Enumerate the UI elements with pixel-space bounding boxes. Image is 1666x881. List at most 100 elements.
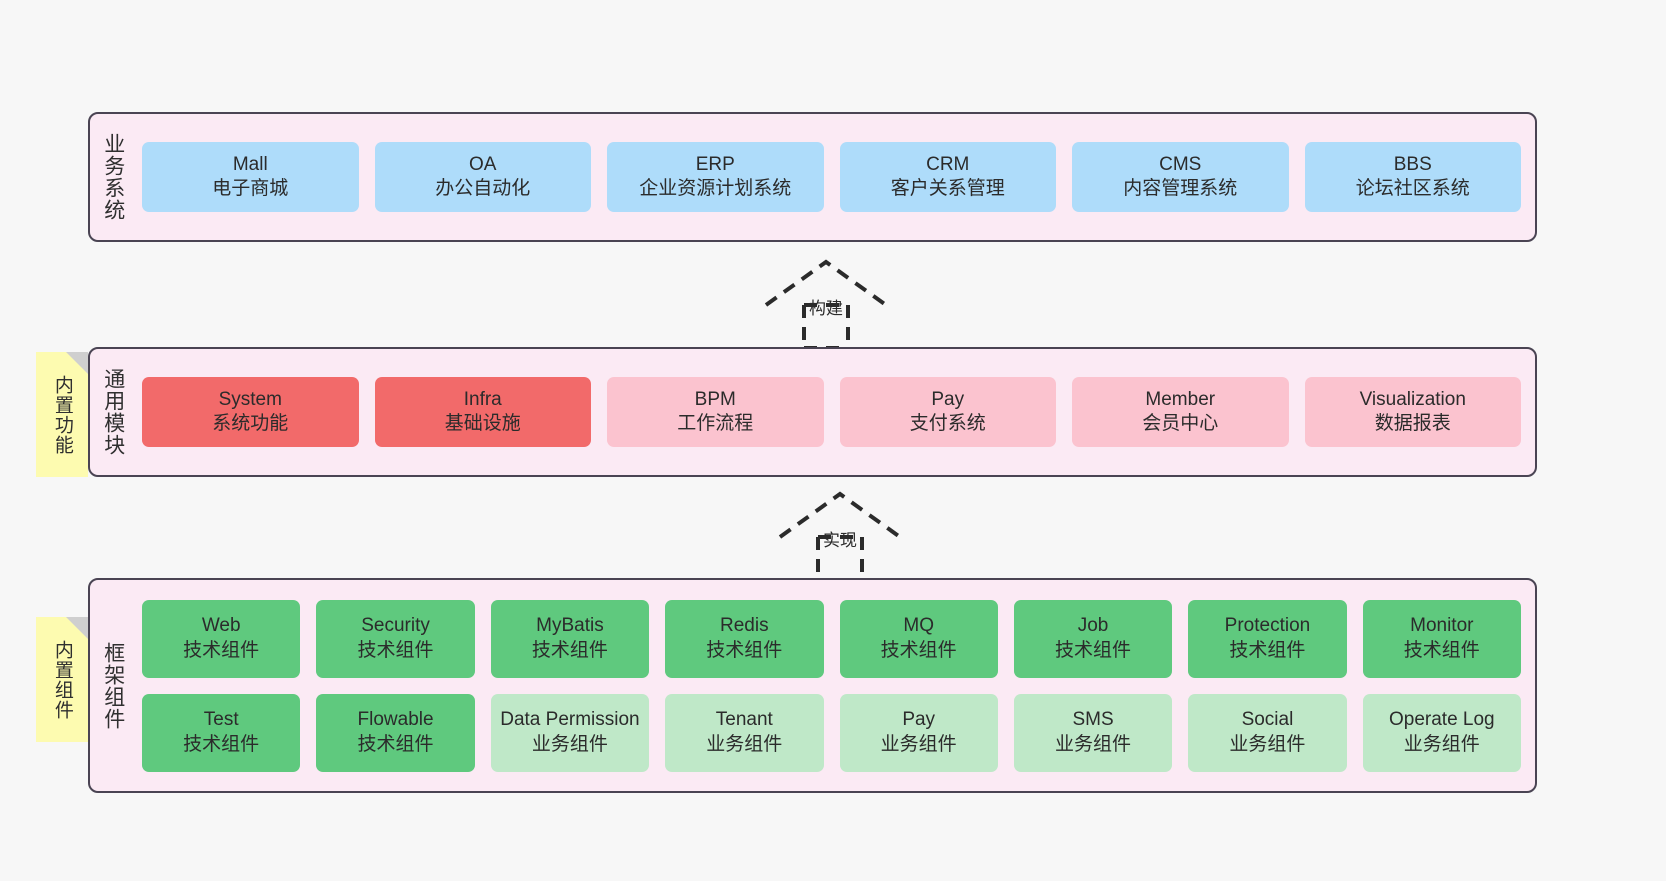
card-title: Data Permission [500, 709, 640, 731]
card-title: Security [361, 615, 430, 637]
card-subtitle: 技术组件 [357, 733, 434, 755]
card-subtitle: 基础设施 [444, 413, 521, 434]
card-sms[interactable]: SMS 业务组件 [1013, 693, 1173, 772]
card-title: Monitor [1410, 615, 1474, 637]
card-title: Visualization [1359, 388, 1466, 410]
card-subtitle: 电子商城 [212, 178, 289, 199]
card-mall[interactable]: Mall 电子商城 [142, 142, 359, 212]
connector-implement: 实现 [740, 482, 940, 582]
card-oa[interactable]: OA 办公自动化 [374, 142, 591, 212]
card-title: System [218, 388, 282, 410]
card-infra[interactable]: Infra 基础设施 [374, 377, 591, 447]
card-cms[interactable]: CMS 内容管理系统 [1072, 142, 1289, 212]
card-subtitle: 技术组件 [357, 639, 434, 661]
card-subtitle: 企业资源计划系统 [639, 178, 792, 199]
card-subtitle: 业务组件 [1403, 733, 1480, 755]
card-subtitle: 数据报表 [1374, 413, 1451, 434]
card-row: System 系统功能 Infra 基础设施 BPM 工作流程 Pay 支付系统… [142, 377, 1521, 447]
card-bbs[interactable]: BBS 论坛社区系统 [1304, 142, 1521, 212]
card-title: Flowable [357, 709, 434, 731]
card-row: Mall 电子商城 OA 办公自动化 ERP 企业资源计划系统 CRM 客户关系… [142, 142, 1521, 212]
card-subtitle: 办公自动化 [435, 178, 531, 199]
card-test[interactable]: Test 技术组件 [142, 693, 301, 772]
card-title: ERP [695, 153, 735, 175]
card-subtitle: 支付系统 [909, 413, 986, 434]
card-data-permission[interactable]: Data Permission 业务组件 [490, 693, 650, 772]
card-redis[interactable]: Redis 技术组件 [665, 599, 824, 678]
card-bpm[interactable]: BPM 工作流程 [607, 377, 824, 447]
card-monitor[interactable]: Monitor 技术组件 [1362, 599, 1521, 678]
card-title: Job [1077, 615, 1109, 637]
card-title: Mall [232, 153, 268, 175]
card-security[interactable]: Security 技术组件 [316, 599, 475, 678]
layer-body-business: Mall 电子商城 OA 办公自动化 ERP 企业资源计划系统 CRM 客户关系… [136, 114, 1535, 240]
card-subtitle: 业务组件 [531, 733, 608, 755]
card-crm[interactable]: CRM 客户关系管理 [839, 142, 1056, 212]
card-subtitle: 客户关系管理 [890, 178, 1005, 199]
connector-label-implement: 实现 [823, 531, 857, 550]
layer-title-frame: 框架组件 [101, 641, 125, 730]
card-subtitle: 内容管理系统 [1123, 178, 1238, 199]
card-title: Web [201, 615, 241, 637]
card-mq[interactable]: MQ 技术组件 [839, 599, 998, 678]
card-subtitle: 技术组件 [1229, 639, 1306, 661]
card-title: Pay [931, 388, 965, 410]
card-erp[interactable]: ERP 企业资源计划系统 [607, 142, 824, 212]
sticky-note-builtin-features: 内置功能 [36, 352, 88, 477]
card-job[interactable]: Job 技术组件 [1013, 599, 1173, 678]
layer-common-modules: 通用模块 System 系统功能 Infra 基础设施 BPM 工作流程 Pay… [88, 347, 1537, 477]
card-subtitle: 技术组件 [706, 639, 783, 661]
card-subtitle: 工作流程 [677, 413, 754, 434]
card-mybatis[interactable]: MyBatis 技术组件 [490, 599, 650, 678]
card-protection[interactable]: Protection 技术组件 [1188, 599, 1347, 678]
card-title: MyBatis [536, 615, 604, 637]
card-title: SMS [1072, 709, 1114, 731]
card-visualization[interactable]: Visualization 数据报表 [1304, 377, 1521, 447]
card-subtitle: 会员中心 [1142, 413, 1219, 434]
connector-label-build: 构建 [809, 299, 843, 318]
card-pay[interactable]: Pay 支付系统 [839, 377, 1056, 447]
layer-body-frame: Web 技术组件 Security 技术组件 MyBatis 技术组件 Redi… [136, 580, 1535, 791]
card-title: Infra [463, 388, 502, 410]
connector-build: 构建 [726, 250, 926, 350]
card-title: CMS [1159, 153, 1202, 175]
card-subtitle: 技术组件 [1055, 639, 1132, 661]
card-title: Social [1241, 709, 1294, 731]
card-title: Protection [1224, 615, 1311, 637]
card-web[interactable]: Web 技术组件 [142, 599, 301, 678]
card-subtitle: 业务组件 [706, 733, 783, 755]
card-pay-business[interactable]: Pay 业务组件 [839, 693, 998, 772]
card-subtitle: 业务组件 [1229, 733, 1306, 755]
card-row: Test 技术组件 Flowable 技术组件 Data Permission … [142, 693, 1521, 772]
card-title: Pay [902, 709, 936, 731]
card-row: Web 技术组件 Security 技术组件 MyBatis 技术组件 Redi… [142, 599, 1521, 678]
card-system[interactable]: System 系统功能 [142, 377, 359, 447]
card-title: Member [1145, 388, 1216, 410]
card-title: OA [469, 153, 497, 175]
sticky-note-builtin-components: 内置组件 [36, 617, 88, 742]
card-subtitle: 技术组件 [531, 639, 608, 661]
card-title: BBS [1393, 153, 1432, 175]
card-title: BPM [694, 388, 736, 410]
card-tenant[interactable]: Tenant 业务组件 [665, 693, 824, 772]
layer-framework-components: 框架组件 Web 技术组件 Security 技术组件 MyBatis 技术组件… [88, 578, 1537, 793]
card-subtitle: 技术组件 [183, 733, 260, 755]
card-subtitle: 技术组件 [183, 639, 260, 661]
card-flowable[interactable]: Flowable 技术组件 [316, 693, 475, 772]
layer-title-business: 业务系统 [101, 133, 125, 221]
card-social[interactable]: Social 业务组件 [1188, 693, 1347, 772]
card-subtitle: 业务组件 [1055, 733, 1132, 755]
card-title: Test [203, 709, 239, 731]
card-operate-log[interactable]: Operate Log 业务组件 [1362, 693, 1521, 772]
card-subtitle: 技术组件 [880, 639, 957, 661]
card-member[interactable]: Member 会员中心 [1072, 377, 1289, 447]
layer-body-modules: System 系统功能 Infra 基础设施 BPM 工作流程 Pay 支付系统… [136, 349, 1535, 475]
card-subtitle: 系统功能 [212, 413, 289, 434]
card-title: Operate Log [1388, 709, 1495, 731]
card-title: Redis [720, 615, 769, 637]
card-subtitle: 论坛社区系统 [1355, 178, 1470, 199]
layer-business-systems: 业务系统 Mall 电子商城 OA 办公自动化 ERP 企业资源计划系统 CRM… [88, 112, 1537, 242]
card-subtitle: 业务组件 [880, 733, 957, 755]
card-subtitle: 技术组件 [1403, 639, 1480, 661]
